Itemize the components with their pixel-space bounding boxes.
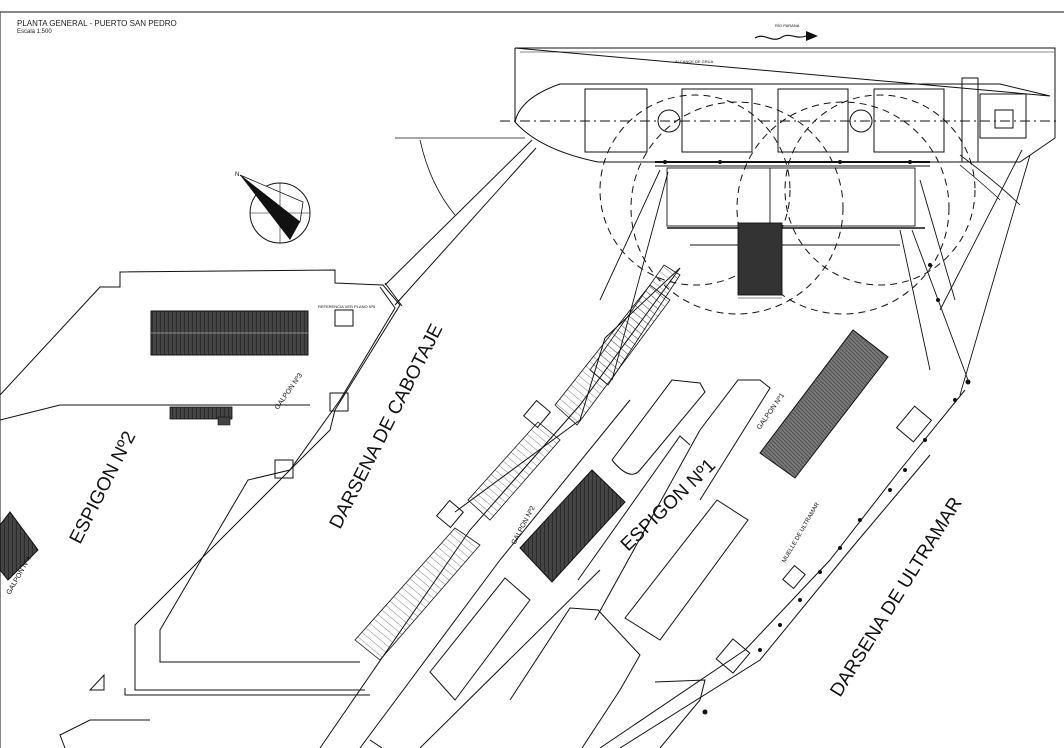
espigon-2-outline	[0, 269, 403, 696]
bollards	[663, 160, 971, 715]
flow-direction-arrow-icon: RÍO PARANÁ	[754, 23, 818, 41]
warehouse-galpon-2-building	[519, 469, 626, 583]
drawing-title: PLANTA GENERAL - PUERTO SAN PEDRO	[17, 19, 177, 28]
small-building	[169, 406, 233, 426]
crane-radius-circles	[599, 94, 976, 315]
sheet-border	[0, 11, 1064, 748]
warehouse-galpon-4-building	[0, 511, 39, 581]
warehouse-galpon-3-building	[150, 310, 309, 356]
espigon-2-label: ESPIGON Nº2	[66, 428, 141, 547]
warehouse-galpon-1-building	[759, 329, 889, 479]
reference-note: REFERENCIA VER PLANO Nº5	[318, 304, 376, 309]
river-label: RÍO PARANÁ	[775, 23, 800, 28]
swing-arcs	[395, 137, 1021, 216]
crane-rails	[354, 264, 681, 661]
espigon-1-outline	[59, 139, 966, 748]
darsena-ultramar-label: DARSENA DE ULTRAMAR	[826, 494, 966, 701]
north-arrow-icon: N	[235, 172, 311, 244]
pier-structure	[599, 149, 1031, 396]
svg-text:N: N	[235, 172, 239, 178]
svg-text:ALCANCE DE GRÚA: ALCANCE DE GRÚA	[675, 59, 714, 64]
darsena-cabotaje-label: DARSENA DE CABOTAJE	[326, 321, 448, 532]
drawing-scale: Escala 1:500	[17, 29, 52, 35]
ship-outline: ALCANCE DE GRÚA	[500, 47, 1058, 163]
muelle-ultramar-label: MUELLE DE ULTRAMAR	[782, 501, 822, 564]
espigon-1-label: ESPIGON Nº1	[617, 455, 720, 556]
